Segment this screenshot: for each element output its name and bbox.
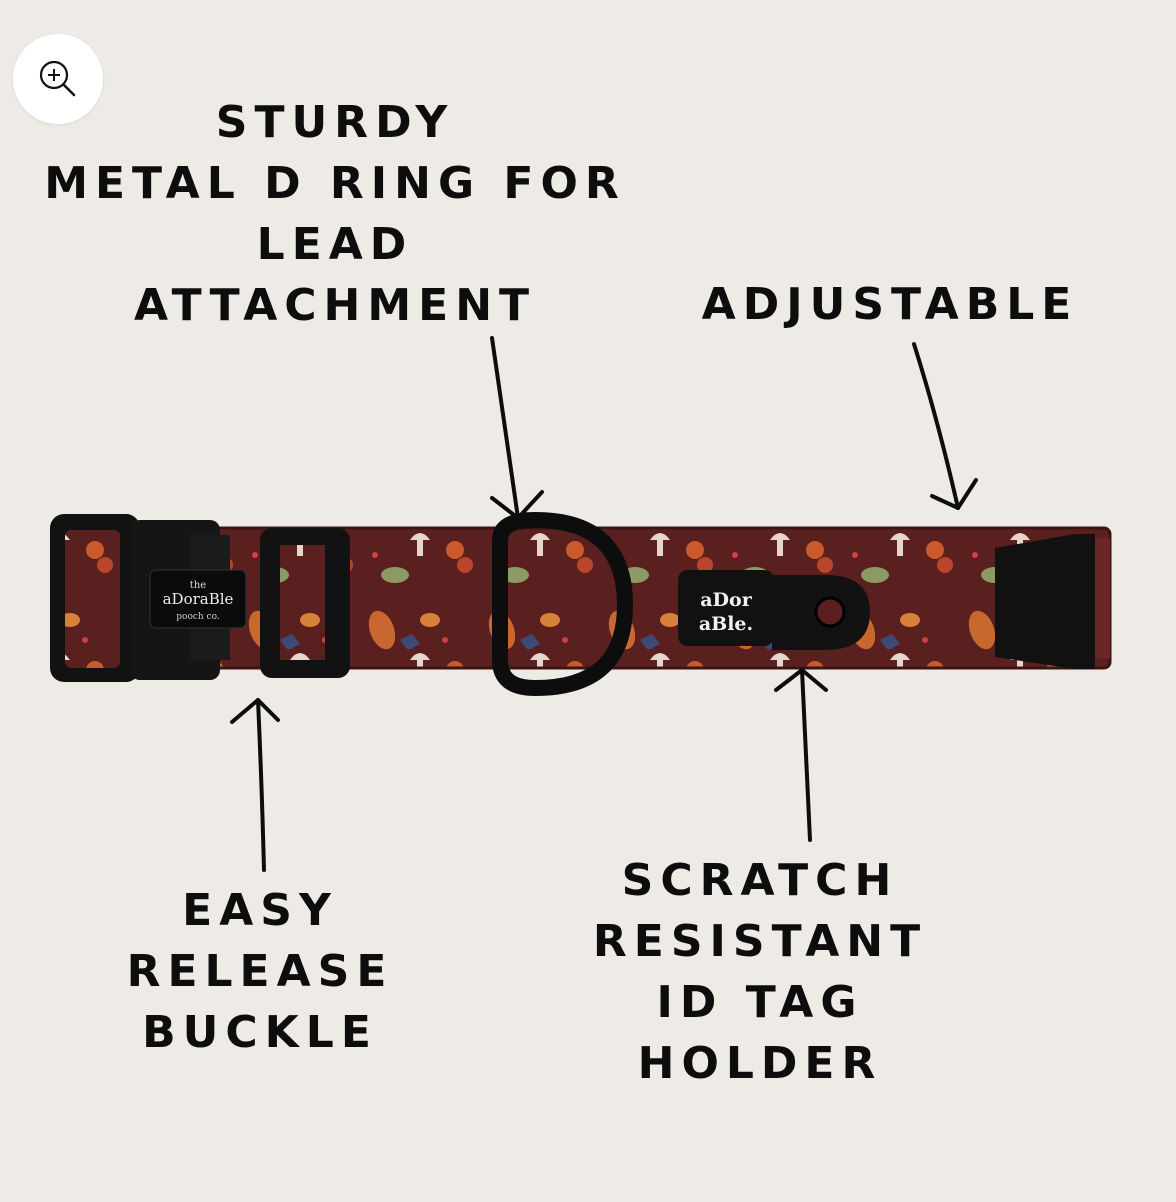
zoom-in-icon: [39, 60, 76, 97]
d-ring-label-line: ATTACHMENT: [133, 280, 537, 331]
id-tag-label-line: SCRATCH: [621, 855, 899, 906]
tag-brand-line: aDor: [700, 589, 752, 611]
id-tag-label-line: HOLDER: [637, 1038, 883, 1089]
adjustable-label: ADJUSTABLE: [680, 274, 1100, 335]
buckle-brand-line: pooch co.: [176, 612, 220, 622]
d-ring-label: STURDY METAL D RING FOR LEAD ATTACHMENT: [20, 92, 650, 336]
buckle-label-line: RELEASE: [126, 946, 394, 997]
buckle-label-line: BUCKLE: [142, 1007, 378, 1058]
id-tag-label-line: ID TAG: [656, 977, 864, 1028]
buckle-brand-line: aDoraBle: [163, 590, 234, 608]
id-tag-holder: aDor aBle.: [678, 570, 870, 650]
d-ring-label-line: LEAD: [256, 219, 414, 270]
adjuster-slider: [995, 534, 1095, 669]
id-tag-arrow: [774, 668, 828, 842]
d-ring: [492, 511, 634, 697]
d-ring-arrow: [490, 336, 544, 520]
buckle-label: EASY RELEASE BUCKLE: [110, 880, 410, 1063]
buckle-brand-badge: the aDoraBle pooch co.: [149, 569, 247, 629]
buckle-label-line: EASY: [182, 885, 338, 936]
d-ring-label-line: METAL D RING FOR: [44, 158, 626, 209]
d-ring-label-line: STURDY: [215, 97, 455, 148]
adjustable-label-line: ADJUSTABLE: [701, 279, 1079, 330]
tag-brand-line: aBle.: [699, 613, 753, 635]
buckle-arrow: [230, 698, 280, 872]
buckle-male: [190, 528, 350, 678]
zoom-button[interactable]: [13, 34, 103, 124]
buckle-brand-line: the: [190, 580, 206, 591]
adjustable-arrow: [912, 342, 978, 510]
id-tag-label-line: RESISTANT: [592, 916, 928, 967]
id-tag-label: SCRATCH RESISTANT ID TAG HOLDER: [560, 850, 960, 1094]
